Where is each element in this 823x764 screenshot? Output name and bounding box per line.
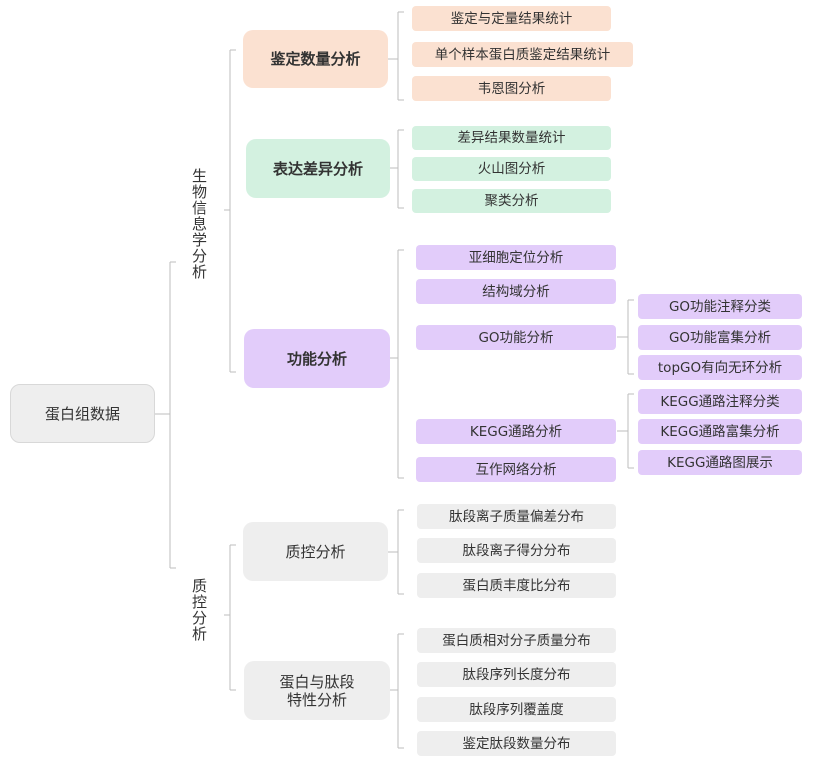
quality-item-3: 蛋白质丰度比分布 <box>417 573 616 598</box>
function-item-domain: 结构域分析 <box>416 279 616 304</box>
go-item-enrichment: GO功能富集分析 <box>638 325 802 350</box>
function-item-go: GO功能分析 <box>416 325 616 350</box>
function-item-subcellular: 亚细胞定位分析 <box>416 245 616 270</box>
features-item-3: 肽段序列覆盖度 <box>417 697 616 722</box>
kegg-item-annotation: KEGG通路注释分类 <box>638 389 802 414</box>
bioinfo-branch-label: 生物信息学分析 <box>190 168 208 280</box>
quality-item-1: 肽段离子质量偏差分布 <box>417 504 616 529</box>
category-quality: 质控分析 <box>243 522 388 581</box>
category-diff: 表达差异分析 <box>246 139 390 198</box>
identify-item-3: 韦恩图分析 <box>412 76 611 101</box>
identify-item-2: 单个样本蛋白质鉴定结果统计 <box>412 42 633 67</box>
diff-item-1: 差异结果数量统计 <box>412 126 611 150</box>
category-identify: 鉴定数量分析 <box>243 30 388 88</box>
diff-item-3: 聚类分析 <box>412 189 611 213</box>
go-item-annotation: GO功能注释分类 <box>638 294 802 319</box>
diff-item-2: 火山图分析 <box>412 157 611 181</box>
features-item-2: 肽段序列长度分布 <box>417 662 616 687</box>
kegg-item-map: KEGG通路图展示 <box>638 450 802 475</box>
quality-item-2: 肽段离子得分分布 <box>417 538 616 563</box>
features-item-4: 鉴定肽段数量分布 <box>417 731 616 756</box>
kegg-item-enrichment: KEGG通路富集分析 <box>638 419 802 444</box>
function-item-kegg: KEGG通路分析 <box>416 419 616 444</box>
category-features-line1: 蛋白与肽段 <box>279 672 355 691</box>
category-function: 功能分析 <box>244 329 390 388</box>
function-item-ppi: 互作网络分析 <box>416 457 616 482</box>
identify-item-1: 鉴定与定量结果统计 <box>412 6 611 31</box>
category-features-line2: 特性分析 <box>286 690 347 709</box>
qc-branch-label: 质控分析 <box>190 578 208 642</box>
go-item-topgo: topGO有向无环分析 <box>638 355 802 380</box>
features-item-1: 蛋白质相对分子质量分布 <box>417 628 616 653</box>
category-features: 蛋白与肽段 特性分析 <box>244 661 390 720</box>
root-node: 蛋白组数据 <box>10 384 155 443</box>
